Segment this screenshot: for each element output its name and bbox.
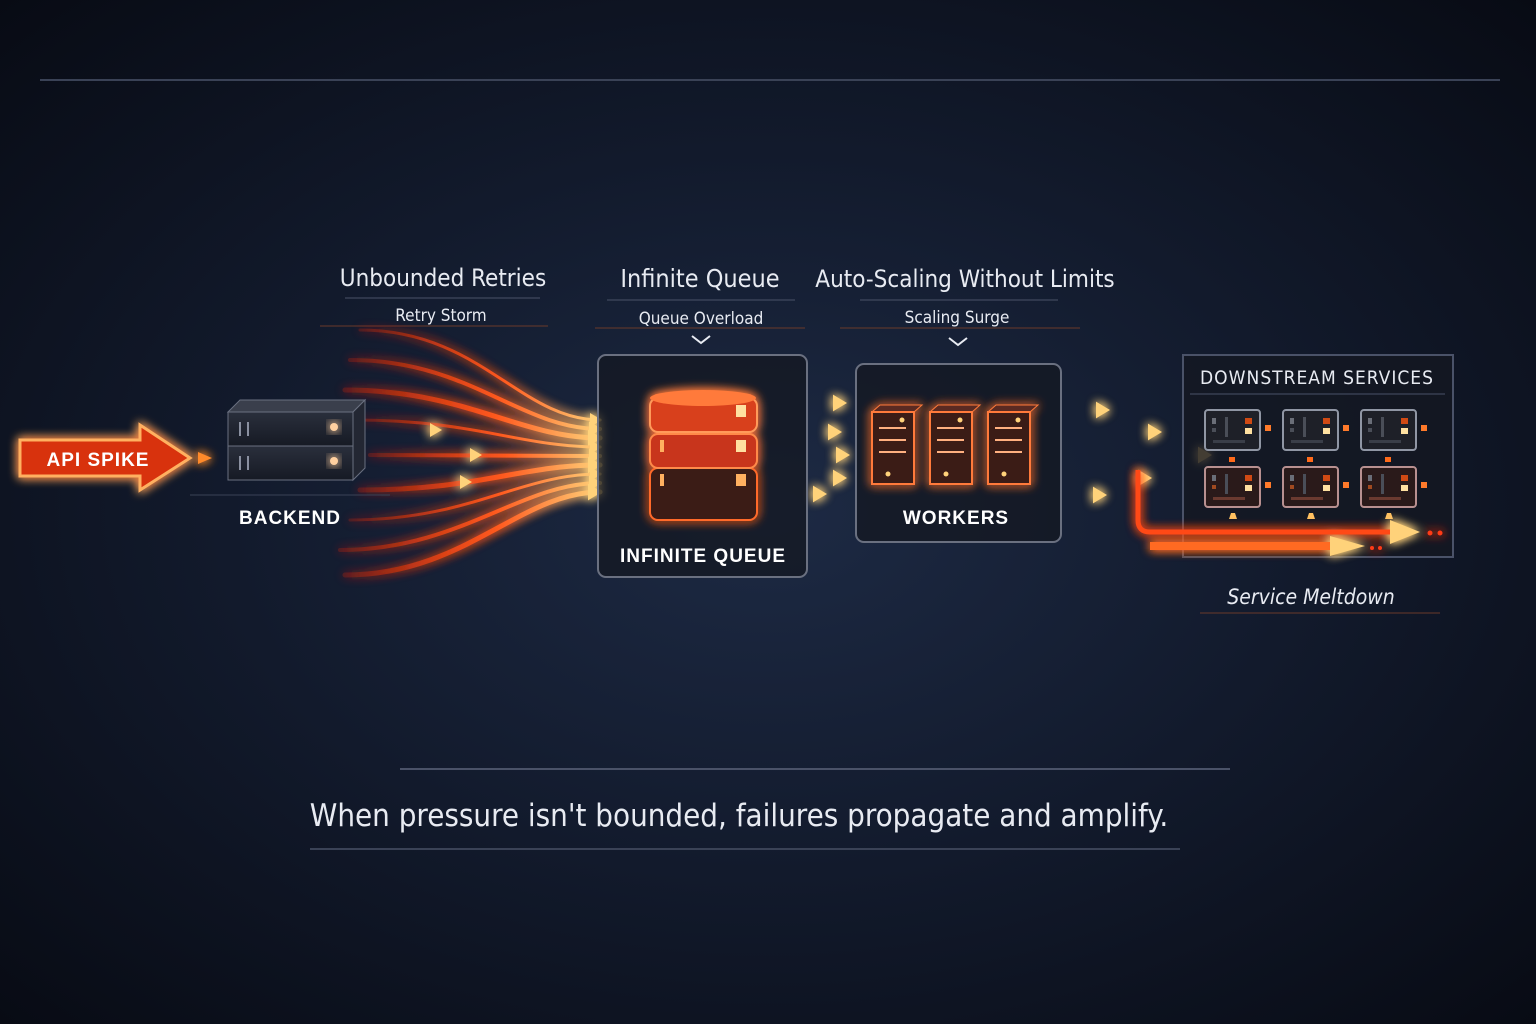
database-icon (649, 390, 758, 521)
api-spike-arrow (18, 422, 212, 493)
scaling-title: Auto-Scaling Without Limits (815, 265, 1114, 293)
flow-arrow (378, 475, 472, 489)
retries-title: Unbounded Retries (340, 264, 546, 292)
status-indicator (1421, 482, 1427, 488)
service-monitor-icon (1360, 466, 1427, 519)
flow-arrow (1047, 423, 1163, 441)
service-monitor-icon (1204, 409, 1271, 462)
flow-arrow (1047, 469, 1153, 487)
server-icon (986, 404, 1040, 485)
warning-indicator (1307, 513, 1315, 519)
scaling-subtitle: Scaling Surge (905, 308, 1010, 328)
queue-title: Infinite Queue (620, 264, 779, 293)
retries-heading: Unbounded Retries Retry Storm (320, 264, 548, 327)
server-icon (928, 404, 982, 485)
status-indicator (1343, 482, 1349, 488)
meltdown-arrow (1135, 470, 1443, 556)
status-indicator (1265, 425, 1271, 431)
service-monitor-icon (1360, 409, 1427, 462)
warning-indicator (1229, 513, 1237, 519)
status-indicator (1265, 482, 1271, 488)
status-indicator (1343, 425, 1349, 431)
service-monitors (1204, 409, 1427, 519)
backend-label: BACKEND (239, 508, 341, 529)
chevron-down-icon (948, 337, 968, 347)
queue-heading: Infinite Queue Queue Overload (595, 264, 805, 345)
chevron-down-icon (691, 335, 711, 345)
flow-arrow (342, 483, 603, 578)
flow-arrow (378, 448, 482, 462)
server-icon (870, 404, 924, 485)
api-spike-label: API SPIKE (47, 450, 150, 471)
service-monitor-icon (1282, 409, 1349, 462)
pressure-flow-arrows (338, 328, 1213, 578)
scaling-heading: Auto-Scaling Without Limits Scaling Surg… (815, 265, 1115, 347)
warning-indicator (1385, 513, 1393, 519)
service-monitor-icon (1204, 466, 1271, 519)
service-meltdown-label: Service Meltdown (1227, 585, 1394, 609)
flow-arrow (348, 467, 602, 522)
status-indicator (1307, 457, 1313, 462)
workers-label: WORKERS (903, 508, 1009, 529)
downstream-services-panel (1182, 354, 1454, 558)
flow-arrow (358, 328, 602, 427)
flow-arrow (348, 358, 602, 437)
status-indicator (1229, 457, 1235, 462)
backend-server-icon (226, 398, 367, 482)
caption: When pressure isn't bounded, failures pr… (310, 798, 1168, 834)
flow-arrow (342, 387, 603, 447)
worker-servers (870, 404, 1040, 485)
flow-arrow (353, 418, 602, 454)
flow-arrow (378, 423, 442, 437)
retries-subtitle: Retry Storm (395, 306, 486, 326)
queue-subtitle: Queue Overload (639, 309, 764, 329)
flow-arrow (338, 475, 602, 552)
status-indicator (1385, 457, 1391, 462)
infinite-queue-label: INFINITE QUEUE (620, 546, 786, 567)
downstream-title: DOWNSTREAM SERVICES (1200, 367, 1434, 389)
service-monitor-icon (1282, 466, 1349, 519)
status-indicator (1421, 425, 1427, 431)
